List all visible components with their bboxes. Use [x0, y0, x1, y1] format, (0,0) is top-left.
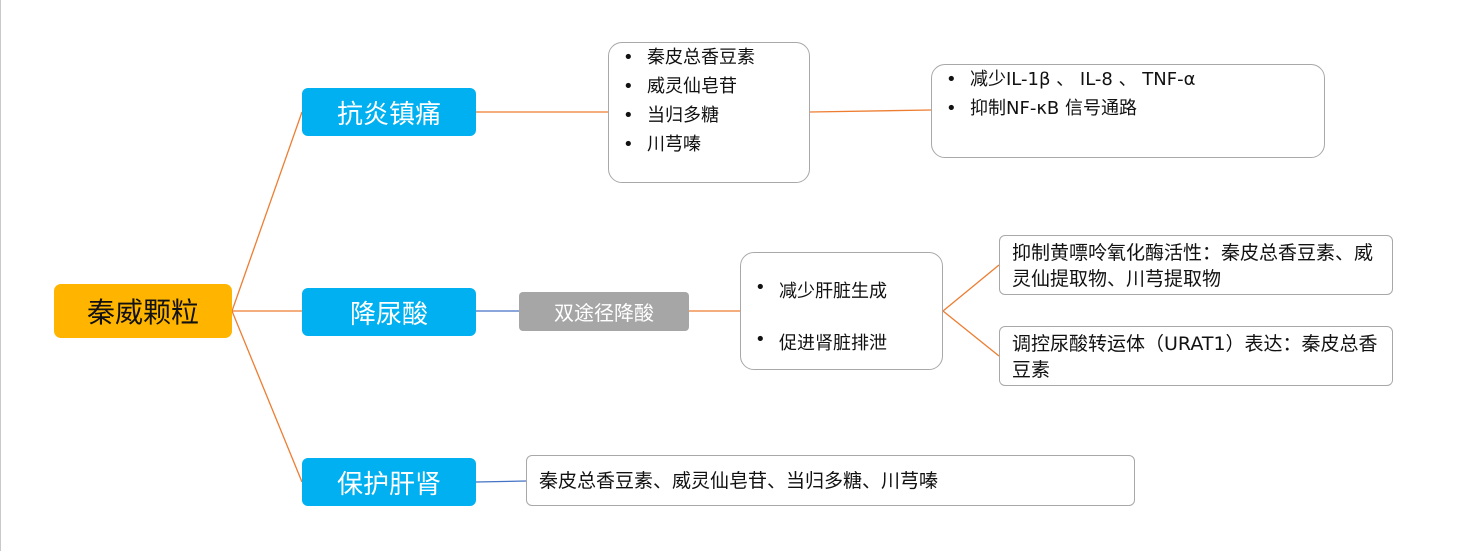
link-root-b1: [231, 111, 303, 312]
list-item: 减少肝脏生成: [741, 277, 942, 303]
b1-mechanisms-box: 减少IL-1β 、 IL-8 、 TNF-α 抑制NF-κB 信号通路: [931, 64, 1325, 158]
b2-routes-box: 减少肝脏生成 促进肾脏排泄: [740, 252, 943, 370]
b2-mid-node: 双途径降酸: [519, 292, 689, 331]
detail-text: 调控尿酸转运体（URAT1）表达：秦皮总香豆素: [1012, 333, 1378, 381]
b2-detail-box-1: 抑制黄嘌呤氧化酶活性：秦皮总香豆素、威灵仙提取物、川芎提取物: [999, 235, 1393, 295]
link-root-b3: [231, 310, 303, 483]
branch-anti-inflammatory: 抗炎镇痛: [302, 88, 476, 136]
list-item: 秦皮总香豆素: [609, 43, 809, 72]
list-item: 减少IL-1β 、 IL-8 、 TNF-α: [932, 65, 1324, 94]
b2-detail-box-2: 调控尿酸转运体（URAT1）表达：秦皮总香豆素: [999, 326, 1393, 386]
b1-components-box: 秦皮总香豆素 威灵仙皂苷 当归多糖 川芎嗪: [608, 42, 810, 183]
branch-uric-acid-lowering: 降尿酸: [302, 288, 476, 336]
list-item: 促进肾脏排泄: [741, 329, 942, 355]
list-item: 当归多糖: [609, 101, 809, 130]
link-routes-detail2: [942, 310, 1000, 357]
branch-liver-kidney-protection: 保护肝肾: [302, 458, 476, 506]
detail-text: 抑制黄嘌呤氧化酶活性：秦皮总香豆素、威灵仙提取物、川芎提取物: [1012, 242, 1374, 290]
list-item: 抑制NF-κB 信号通路: [932, 94, 1324, 123]
list-item: 川芎嗪: [609, 130, 809, 159]
link-components-mechanisms: [809, 109, 932, 113]
components-text: 秦皮总香豆素、威灵仙皂苷、当归多糖、川芎嗪: [539, 469, 939, 492]
link-routes-detail1: [942, 264, 1000, 312]
list-item: 威灵仙皂苷: [609, 72, 809, 101]
b3-components-box: 秦皮总香豆素、威灵仙皂苷、当归多糖、川芎嗪: [526, 455, 1135, 506]
link-b3-components: [475, 480, 527, 483]
left-frame-edge: [0, 0, 1, 551]
root-node: 秦威颗粒: [54, 284, 232, 338]
